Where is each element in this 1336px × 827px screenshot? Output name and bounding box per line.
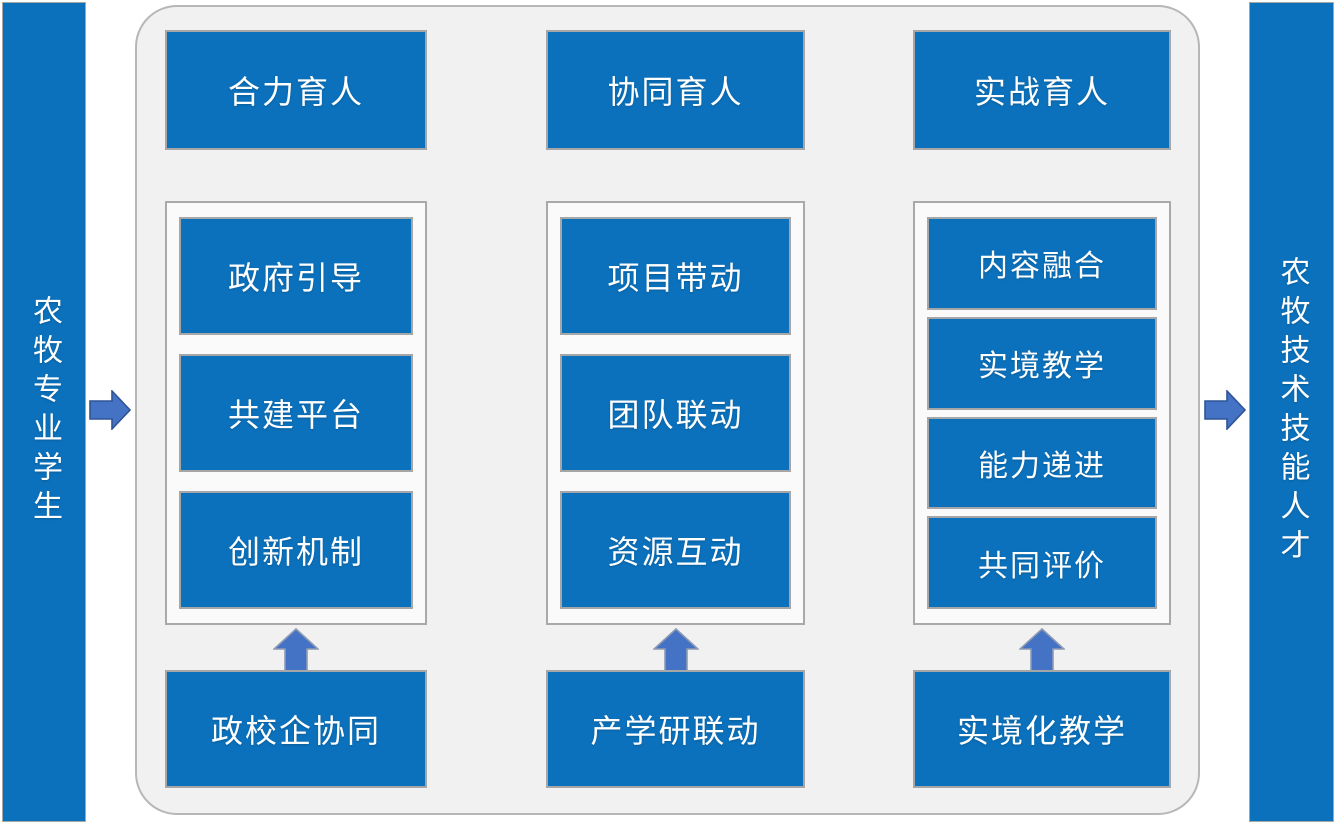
item-box: 团队联动 [560,354,791,472]
item-box: 共建平台 [179,354,413,472]
column-xietong-yuren: 协同育人 项目带动 团队联动 资源互动 产学研联动 [546,7,805,813]
column-title-box: 协同育人 [546,30,805,150]
column-footer-box: 政校企协同 [165,670,427,788]
flow-up-arrow-icon [1019,628,1065,672]
column-title-box: 实战育人 [913,30,1171,150]
column-items-group: 政府引导 共建平台 创新机制 [165,201,427,625]
item-box: 政府引导 [179,217,413,335]
column-shizhan-yuren: 实战育人 内容融合 实境教学 能力递进 共同评价 实境化教学 [913,7,1171,813]
item-box: 能力递进 [927,416,1157,510]
column-items-group: 项目带动 团队联动 资源互动 [546,201,805,625]
column-title-box: 合力育人 [165,30,427,150]
flow-right-arrow-icon [89,390,131,430]
item-box: 资源互动 [560,491,791,609]
input-bar-agriculture-students: 农牧专业学生 [2,2,86,822]
column-footer-box: 产学研联动 [546,670,805,788]
item-box: 共同评价 [927,516,1157,609]
flow-up-arrow-icon [652,628,699,672]
output-bar-skilled-talents: 农牧技术技能人才 [1249,2,1334,822]
main-panel: 合力育人 政府引导 共建平台 创新机制 政校企协同 协同育人 项目带动 团队联动… [135,5,1200,815]
column-items-group: 内容融合 实境教学 能力递进 共同评价 [913,201,1171,625]
flow-right-arrow-icon [1204,390,1246,430]
item-box: 项目带动 [560,217,791,335]
output-bar-label: 农牧技术技能人才 [1275,256,1309,568]
item-box: 实境教学 [927,316,1157,410]
item-box: 创新机制 [179,491,413,609]
input-bar-label: 农牧专业学生 [28,295,61,529]
flow-up-arrow-icon [273,628,319,672]
item-box: 内容融合 [927,217,1157,310]
column-footer-box: 实境化教学 [913,670,1171,788]
column-heli-yuren: 合力育人 政府引导 共建平台 创新机制 政校企协同 [165,7,427,813]
